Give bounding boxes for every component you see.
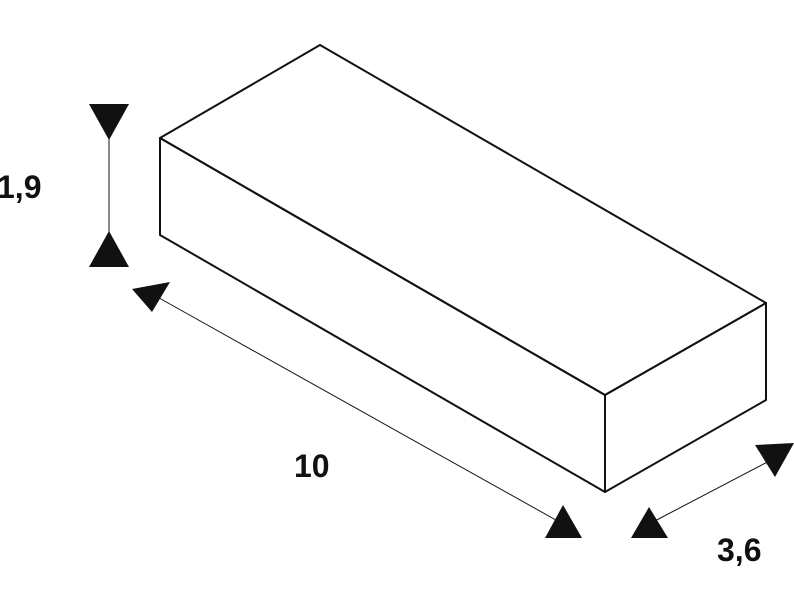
height-label: 1,9 (0, 169, 41, 205)
height-arrow-top (89, 104, 129, 140)
width-dimension-line (648, 457, 776, 525)
box-side-face (604, 302, 767, 493)
length-dimension: 10 (132, 282, 582, 538)
length-dimension-line (151, 293, 564, 525)
width-dimension: 3,6 (631, 443, 794, 568)
length-arrow-start (132, 282, 170, 312)
length-label: 10 (294, 448, 330, 484)
height-arrow-bottom (89, 231, 129, 267)
length-arrow-end (545, 505, 582, 538)
width-label: 3,6 (717, 532, 761, 568)
box-front-face (159, 137, 606, 493)
height-dimension: 1,9 (0, 104, 129, 267)
box-outline (159, 44, 767, 493)
box-top-face (159, 44, 767, 396)
width-arrow-start (631, 507, 668, 538)
width-arrow-end (755, 443, 794, 477)
